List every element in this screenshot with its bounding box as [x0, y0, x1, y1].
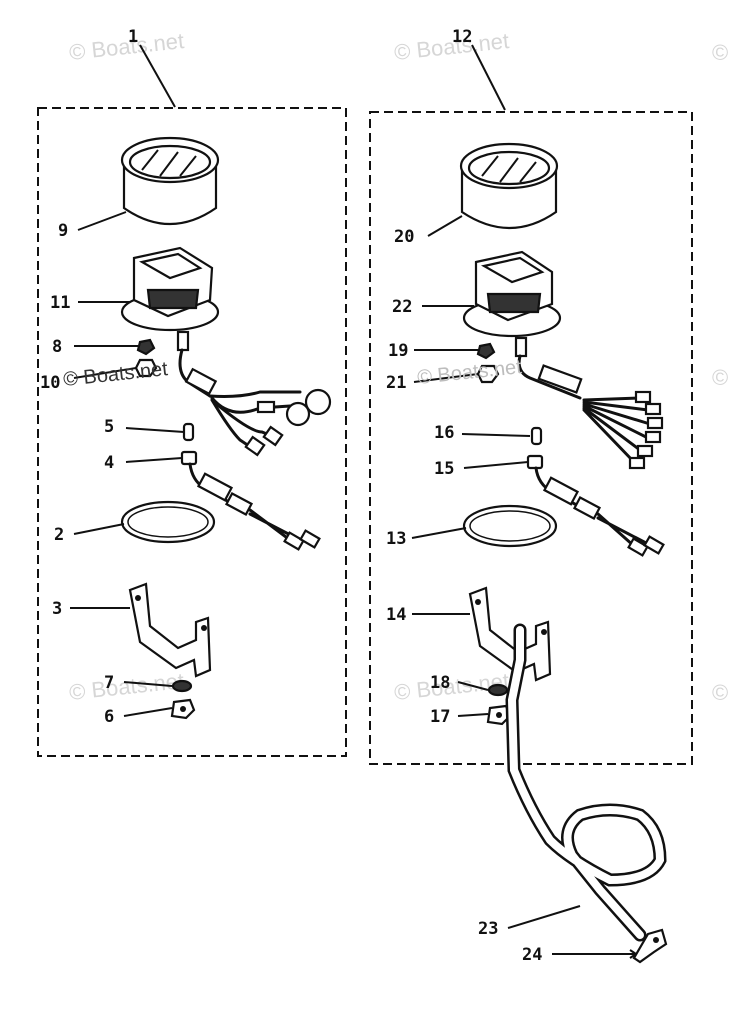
fitting-15	[526, 454, 665, 557]
label-20: 20	[394, 227, 414, 247]
label-9: 9	[58, 221, 68, 241]
fitting-4	[180, 450, 321, 551]
label-21: 21	[386, 373, 406, 393]
watermark-overlay-right: © Boats.net	[416, 356, 523, 389]
watermark-5: © Boats.net	[712, 40, 730, 65]
nut-17	[486, 704, 512, 726]
label-22: 22	[392, 297, 412, 317]
pitot-tube-23	[505, 623, 667, 942]
label-13: 13	[386, 529, 406, 549]
watermark-1: © Boats.net	[68, 28, 185, 65]
label-18: 18	[430, 673, 450, 693]
watermarks: © Boats.net © Boats.net © Boats.net © Bo…	[68, 28, 730, 705]
gauge-body-11	[120, 246, 220, 352]
label-7: 7	[104, 673, 114, 693]
o-ring-13	[462, 504, 558, 548]
label-24: 24	[522, 945, 542, 965]
watermark-7: © Boats.net	[712, 680, 730, 705]
label-16: 16	[434, 423, 454, 443]
washer-7	[171, 679, 193, 693]
watermark-overlay-left: © Boats.net	[62, 358, 169, 391]
group-box-right	[369, 111, 693, 765]
label-23: 23	[478, 919, 498, 939]
label-10: 10	[40, 373, 60, 393]
plug-5	[182, 422, 195, 442]
washer-18	[487, 683, 509, 697]
clip-24	[632, 928, 668, 964]
gauge-cover-20	[459, 142, 559, 229]
washer-8	[136, 338, 156, 356]
leader-lines	[70, 211, 637, 959]
label-4: 4	[104, 453, 114, 473]
o-ring-2	[120, 500, 216, 544]
watermark-6: © Boats.net	[712, 365, 730, 390]
label-15: 15	[434, 459, 454, 479]
leader-12	[471, 44, 506, 111]
label-3: 3	[52, 599, 62, 619]
label-2: 2	[54, 525, 64, 545]
bracket-14	[468, 586, 552, 682]
label-11: 11	[50, 293, 70, 313]
label-5: 5	[104, 417, 114, 437]
gauge-body-22	[462, 250, 562, 358]
wiring-harness-right	[517, 354, 664, 470]
bracket-3	[128, 582, 212, 678]
label-1: 1	[128, 27, 138, 47]
gauge-cover-9	[120, 136, 220, 225]
label-19: 19	[388, 341, 408, 361]
label-17: 17	[430, 707, 450, 727]
plug-16	[530, 426, 543, 446]
washer-19	[476, 342, 496, 360]
wiring-harness-left	[178, 348, 332, 457]
label-14: 14	[386, 605, 406, 625]
nut-6	[170, 698, 196, 720]
label-8: 8	[52, 337, 62, 357]
label-6: 6	[104, 707, 114, 727]
group-box-left	[37, 107, 347, 757]
leader-1	[139, 44, 176, 108]
label-12: 12	[452, 27, 472, 47]
